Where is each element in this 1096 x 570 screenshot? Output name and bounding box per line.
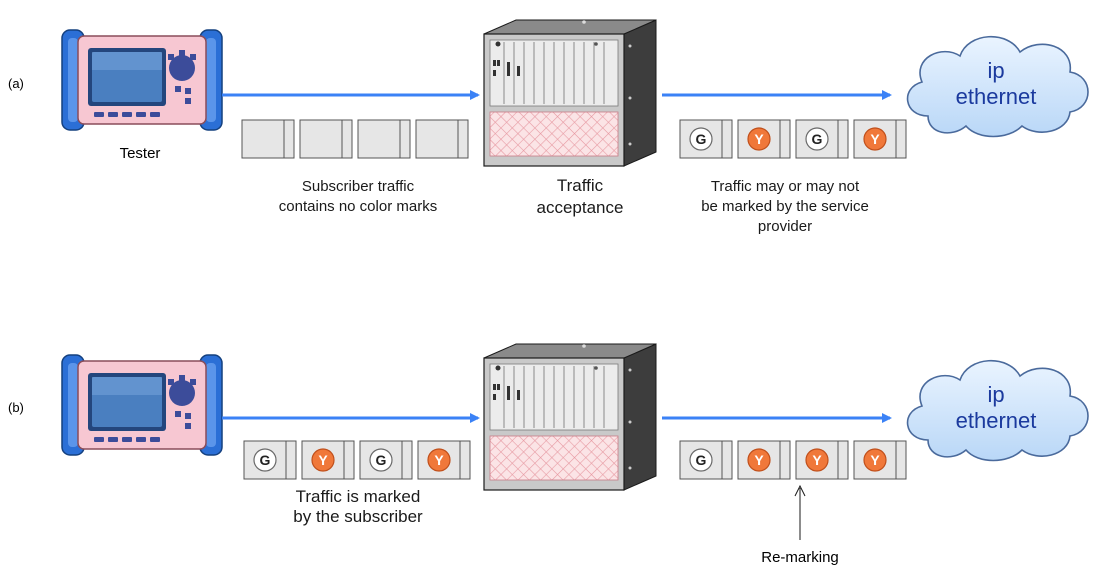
packet-mark-label: G [696,131,707,147]
packet-mark-label: Y [870,452,880,468]
packet-mark-label: Y [318,452,328,468]
packet-mark-label: Y [754,131,764,147]
packet [299,119,353,159]
cloud-text-line: ip [987,382,1004,407]
row-a: (a) Tester Subscriber traffic contains no… [8,19,1089,235]
node-caption: Traffic acceptance [537,176,624,217]
packet-mark-label: G [696,452,707,468]
yellow-mark-icon [863,448,887,472]
packet-mark-label: Y [812,452,822,468]
cloud-text-line: ip [987,58,1004,83]
yellow-mark-icon [805,448,829,472]
green-mark-icon [253,448,277,472]
packet: Y [853,119,907,159]
packet: Y [853,440,907,480]
yellow-mark-icon [311,448,335,472]
handheld-tester-icon [61,29,223,131]
yellow-mark-icon [863,127,887,151]
network-chassis-icon [483,343,657,491]
packet-stream-in [241,119,469,159]
caption-line: Traffic may or may not [711,178,860,195]
cloud-text-line: ethernet [956,408,1037,433]
input-caption: Subscriber traffic contains no color mark… [279,178,437,215]
tester-label: Tester [120,145,161,162]
caption-line: acceptance [537,198,624,217]
row-label: (b) [8,400,24,415]
packet-body [299,119,353,159]
green-mark-icon [689,448,713,472]
packet: G [679,440,733,480]
yellow-mark-icon [747,127,771,151]
packet: G [359,440,413,480]
packet-mark-label: G [376,452,387,468]
packet: Y [795,440,849,480]
packet-mark-label: Y [870,131,880,147]
packet-body [241,119,295,159]
packet-mark-label: G [812,131,823,147]
packet-mark-label: Y [434,452,444,468]
row-label: (a) [8,76,24,91]
caption-line: Subscriber traffic [302,178,415,195]
handheld-tester-icon [61,354,223,456]
caption-line: Traffic is marked [296,487,421,506]
packet-body [415,119,469,159]
cloud-text-line: ethernet [956,84,1037,109]
caption-line: be marked by the service [701,198,869,215]
caption-line: Traffic [557,176,604,195]
caption-line: by the subscriber [293,507,423,526]
yellow-mark-icon [747,448,771,472]
packet: Y [301,440,355,480]
remark-label: Re-marking [761,549,839,566]
packet: Y [737,119,791,159]
packet [357,119,411,159]
packet: G [679,119,733,159]
green-mark-icon [369,448,393,472]
caption-line: provider [758,218,812,235]
packet-mark-label: Y [754,452,764,468]
packet: G [243,440,297,480]
packet: Y [417,440,471,480]
packet-body [679,119,733,159]
green-mark-icon [689,127,713,151]
network-chassis-icon [483,19,657,167]
green-mark-icon [805,127,829,151]
packet [415,119,469,159]
caption-line: contains no color marks [279,198,437,215]
packet-mark-label: G [260,452,271,468]
packet: Y [737,440,791,480]
packet: G [795,119,849,159]
packet [241,119,295,159]
output-caption: Traffic may or may not be marked by the s… [701,178,869,235]
yellow-mark-icon [427,448,451,472]
remark-pointer-head [794,484,806,497]
packet-body [357,119,411,159]
